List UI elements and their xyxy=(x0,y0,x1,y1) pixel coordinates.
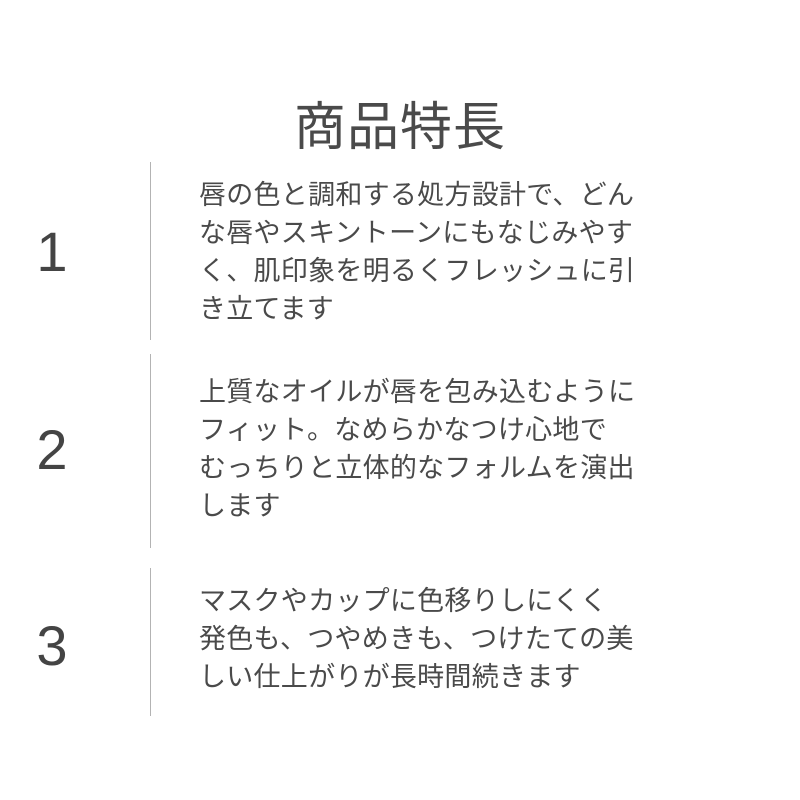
feature-description-1: 唇の色と調和する処方設計で、どん な唇やスキントーンにもなじみやす く、肌印象を… xyxy=(199,180,636,324)
feature-number-1: 1 xyxy=(36,220,68,283)
feature-item-1: 1 唇の色と調和する処方設計で、どん な唇やスキントーンにもなじみやす く、肌印… xyxy=(0,160,800,344)
feature-item-2: 2 上質なオイルが唇を包み込むように フィット。なめらかなつけ心地で むっちりと… xyxy=(0,344,800,556)
feature-description-2: 上質なオイルが唇を包み込むように フィット。なめらかなつけ心地で むっちりと立体… xyxy=(199,377,636,521)
feature-divider-2 xyxy=(150,354,151,548)
feature-number-cell-2: 2 xyxy=(0,344,150,556)
feature-number-cell-3: 3 xyxy=(0,556,150,736)
feature-list: 1 唇の色と調和する処方設計で、どん な唇やスキントーンにもなじみやす く、肌印… xyxy=(0,160,800,736)
page-title: 商品特長 xyxy=(293,98,507,157)
feature-text-cell-1: 唇の色と調和する処方設計で、どん な唇やスキントーンにもなじみやす く、肌印象を… xyxy=(151,160,800,344)
feature-text-cell-2: 上質なオイルが唇を包み込むように フィット。なめらかなつけ心地で むっちりと立体… xyxy=(151,344,800,556)
feature-description-3: マスクやカップに色移りしにくく 発色も、つやめきも、つけたての美 しい仕上がりが… xyxy=(199,586,634,692)
feature-text-cell-3: マスクやカップに色移りしにくく 発色も、つやめきも、つけたての美 しい仕上がりが… xyxy=(151,556,800,736)
feature-divider-3 xyxy=(150,568,151,716)
feature-number-cell-1: 1 xyxy=(0,160,150,344)
feature-number-2: 2 xyxy=(36,418,68,481)
feature-item-3: 3 マスクやカップに色移りしにくく 発色も、つやめきも、つけたての美 しい仕上が… xyxy=(0,556,800,736)
feature-number-3: 3 xyxy=(36,614,68,677)
feature-divider-1 xyxy=(150,162,151,340)
